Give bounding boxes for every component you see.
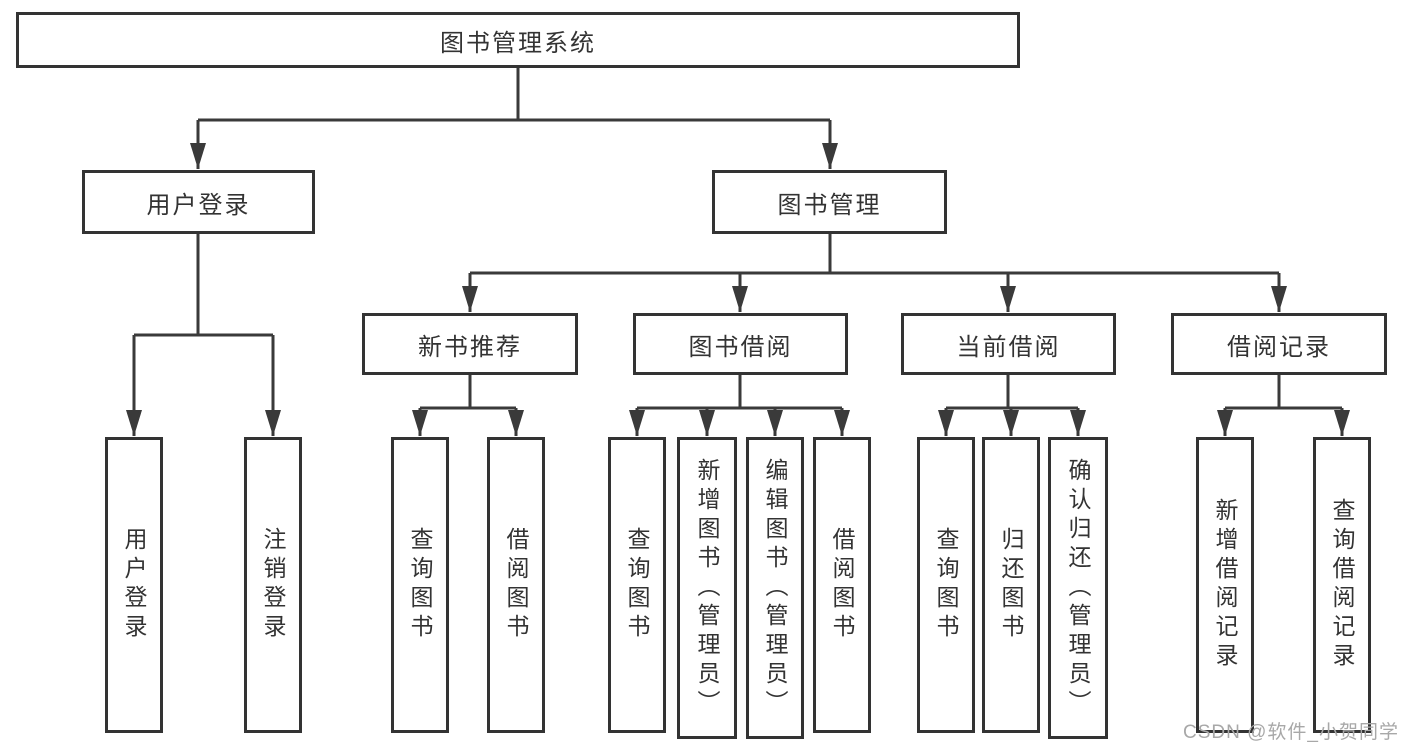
leaf-nbr-query-book: 查询图书	[391, 437, 449, 733]
leaf-bb-add-book-admin-label: 新增图书（管理员）	[694, 457, 720, 719]
leaf-cb-query-book: 查询图书	[917, 437, 975, 733]
node-root: 图书管理系统	[16, 12, 1020, 68]
leaf-bb-edit-book-admin: 编辑图书（管理员）	[746, 437, 804, 739]
leaf-bb-add-book-admin: 新增图书（管理员）	[677, 437, 737, 739]
leaf-br-query-record-label: 查询借阅记录	[1329, 498, 1355, 672]
leaf-bb-query-book: 查询图书	[608, 437, 666, 733]
leaf-br-add-record-label: 新增借阅记录	[1212, 498, 1238, 672]
connector-book-mgmt-to-level3	[462, 233, 1287, 312]
leaf-cb-return-book: 归还图书	[982, 437, 1040, 733]
csdn-watermark: CSDN @软件_小贺同学	[1183, 722, 1399, 743]
leaf-nbr-borrow-book: 借阅图书	[487, 437, 545, 733]
node-user-login: 用户登录	[82, 170, 315, 234]
leaf-logout-login: 注销登录	[244, 437, 302, 733]
node-current-borrow: 当前借阅	[901, 313, 1116, 375]
connector-borrow-records-to-leaves	[1217, 375, 1350, 436]
node-new-book-rec: 新书推荐	[362, 313, 578, 375]
connector-user-login-to-leaves	[126, 233, 281, 436]
connector-new-book-rec-to-leaves	[412, 375, 524, 436]
leaf-nbr-borrow-book-label: 借阅图书	[503, 527, 529, 643]
leaf-nbr-query-book-label: 查询图书	[407, 527, 433, 643]
connector-root-to-level2	[190, 66, 838, 169]
leaf-bb-edit-book-admin-label: 编辑图书（管理员）	[762, 457, 788, 719]
connector-book-borrow-to-leaves	[629, 375, 850, 436]
node-borrow-records: 借阅记录	[1171, 313, 1387, 375]
connector-current-borrow-to-leaves	[938, 375, 1086, 436]
leaf-user-login-label: 用户登录	[121, 527, 147, 643]
leaf-br-query-record: 查询借阅记录	[1313, 437, 1371, 733]
node-book-borrow: 图书借阅	[633, 313, 848, 375]
leaf-cb-confirm-return-admin-label: 确认归还（管理员）	[1065, 457, 1091, 719]
leaf-cb-return-book-label: 归还图书	[998, 527, 1024, 643]
leaf-bb-borrow-book: 借阅图书	[813, 437, 871, 733]
leaf-cb-query-book-label: 查询图书	[933, 527, 959, 643]
leaf-user-login: 用户登录	[105, 437, 163, 733]
leaf-cb-confirm-return-admin: 确认归还（管理员）	[1048, 437, 1108, 739]
leaf-logout-login-label: 注销登录	[260, 527, 286, 643]
leaf-bb-borrow-book-label: 借阅图书	[829, 527, 855, 643]
node-book-mgmt: 图书管理	[712, 170, 947, 234]
leaf-br-add-record: 新增借阅记录	[1196, 437, 1254, 733]
leaf-bb-query-book-label: 查询图书	[624, 527, 650, 643]
